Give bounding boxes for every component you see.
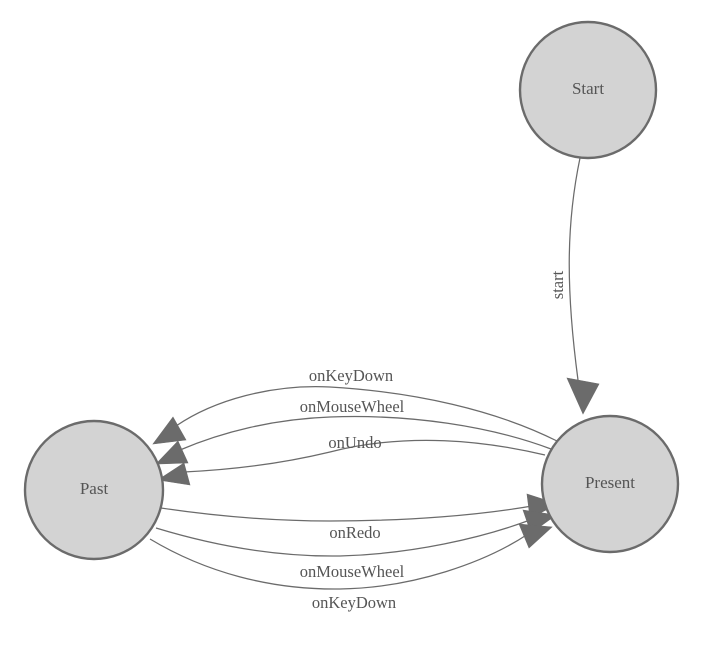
edge-label-past-present-onredo: onRedo <box>329 523 380 542</box>
node-present[interactable]: Present <box>540 414 680 554</box>
edge-label-past-present-onkeydown: onKeyDown <box>312 593 396 612</box>
node-start[interactable]: Start <box>518 20 658 160</box>
arrowhead-present-past-onundo <box>157 462 191 486</box>
edge-past-present-onkeydown-path <box>149 533 529 590</box>
edge-past-present-onredo-path <box>160 505 533 522</box>
edge-past-present-onmousewheel-path <box>155 519 531 557</box>
edge-present-past-onkeydown-path <box>175 386 558 442</box>
edge-label-present-past-onundo: onUndo <box>328 433 381 452</box>
edge-present-past-onundo-path <box>183 439 546 473</box>
node-start-label: Start <box>572 79 604 98</box>
arrowhead-present-past-onmousewheel <box>155 440 189 465</box>
edge-present-to-past-onmousewheel[interactable]: onMouseWheel <box>155 397 552 465</box>
edge-label-present-past-onmousewheel: onMouseWheel <box>300 397 405 416</box>
node-past[interactable]: Past <box>23 419 165 561</box>
edge-present-to-past-onundo[interactable]: onUndo <box>157 433 546 486</box>
edge-past-to-present-onkeydown[interactable]: onKeyDown <box>149 523 553 612</box>
arrowhead-past-present-onkeydown <box>518 523 553 549</box>
edge-label-present-past-onkeydown: onKeyDown <box>309 366 393 385</box>
edge-label-past-present-onmousewheel: onMouseWheel <box>300 562 405 581</box>
edge-start-to-present[interactable]: start <box>548 157 600 415</box>
node-past-circle <box>23 419 165 561</box>
node-past-label: Past <box>80 479 109 498</box>
edge-present-to-past-onkeydown[interactable]: onKeyDown <box>152 366 558 445</box>
arrowhead-present-past-onkeydown <box>152 416 187 445</box>
edge-start-present-path <box>568 157 581 381</box>
edge-label-start: start <box>548 270 567 299</box>
node-present-label: Present <box>585 473 635 492</box>
arrowhead-start-present <box>566 377 600 415</box>
node-start-circle <box>518 20 658 160</box>
node-present-circle <box>540 414 680 554</box>
edge-past-to-present-onredo[interactable]: onRedo <box>160 493 559 542</box>
edge-present-past-onmousewheel-path <box>179 415 552 451</box>
